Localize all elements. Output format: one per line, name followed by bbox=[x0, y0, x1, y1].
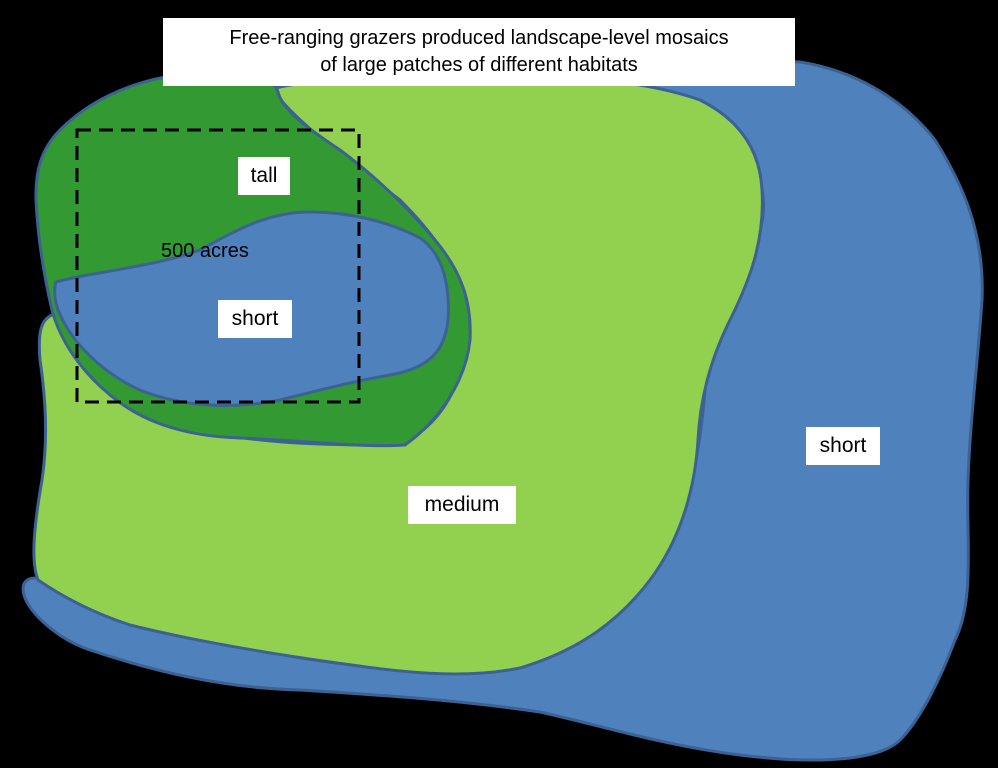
area-label: 500 acres bbox=[161, 240, 249, 262]
medium-label: medium bbox=[408, 486, 516, 524]
title-line-1: Free-ranging grazers produced landscape-… bbox=[229, 27, 729, 49]
short-inner-label: short bbox=[218, 300, 292, 338]
short-habitat-outer-patch bbox=[21, 58, 984, 762]
sampling-area-dashed-square bbox=[75, 128, 361, 404]
title-line-2: of large patches of different habitats bbox=[320, 54, 638, 76]
tall-label: tall bbox=[238, 157, 290, 195]
short-outer-label: short bbox=[806, 427, 880, 465]
diagram-title: Free-ranging grazers produced landscape-… bbox=[163, 18, 795, 86]
